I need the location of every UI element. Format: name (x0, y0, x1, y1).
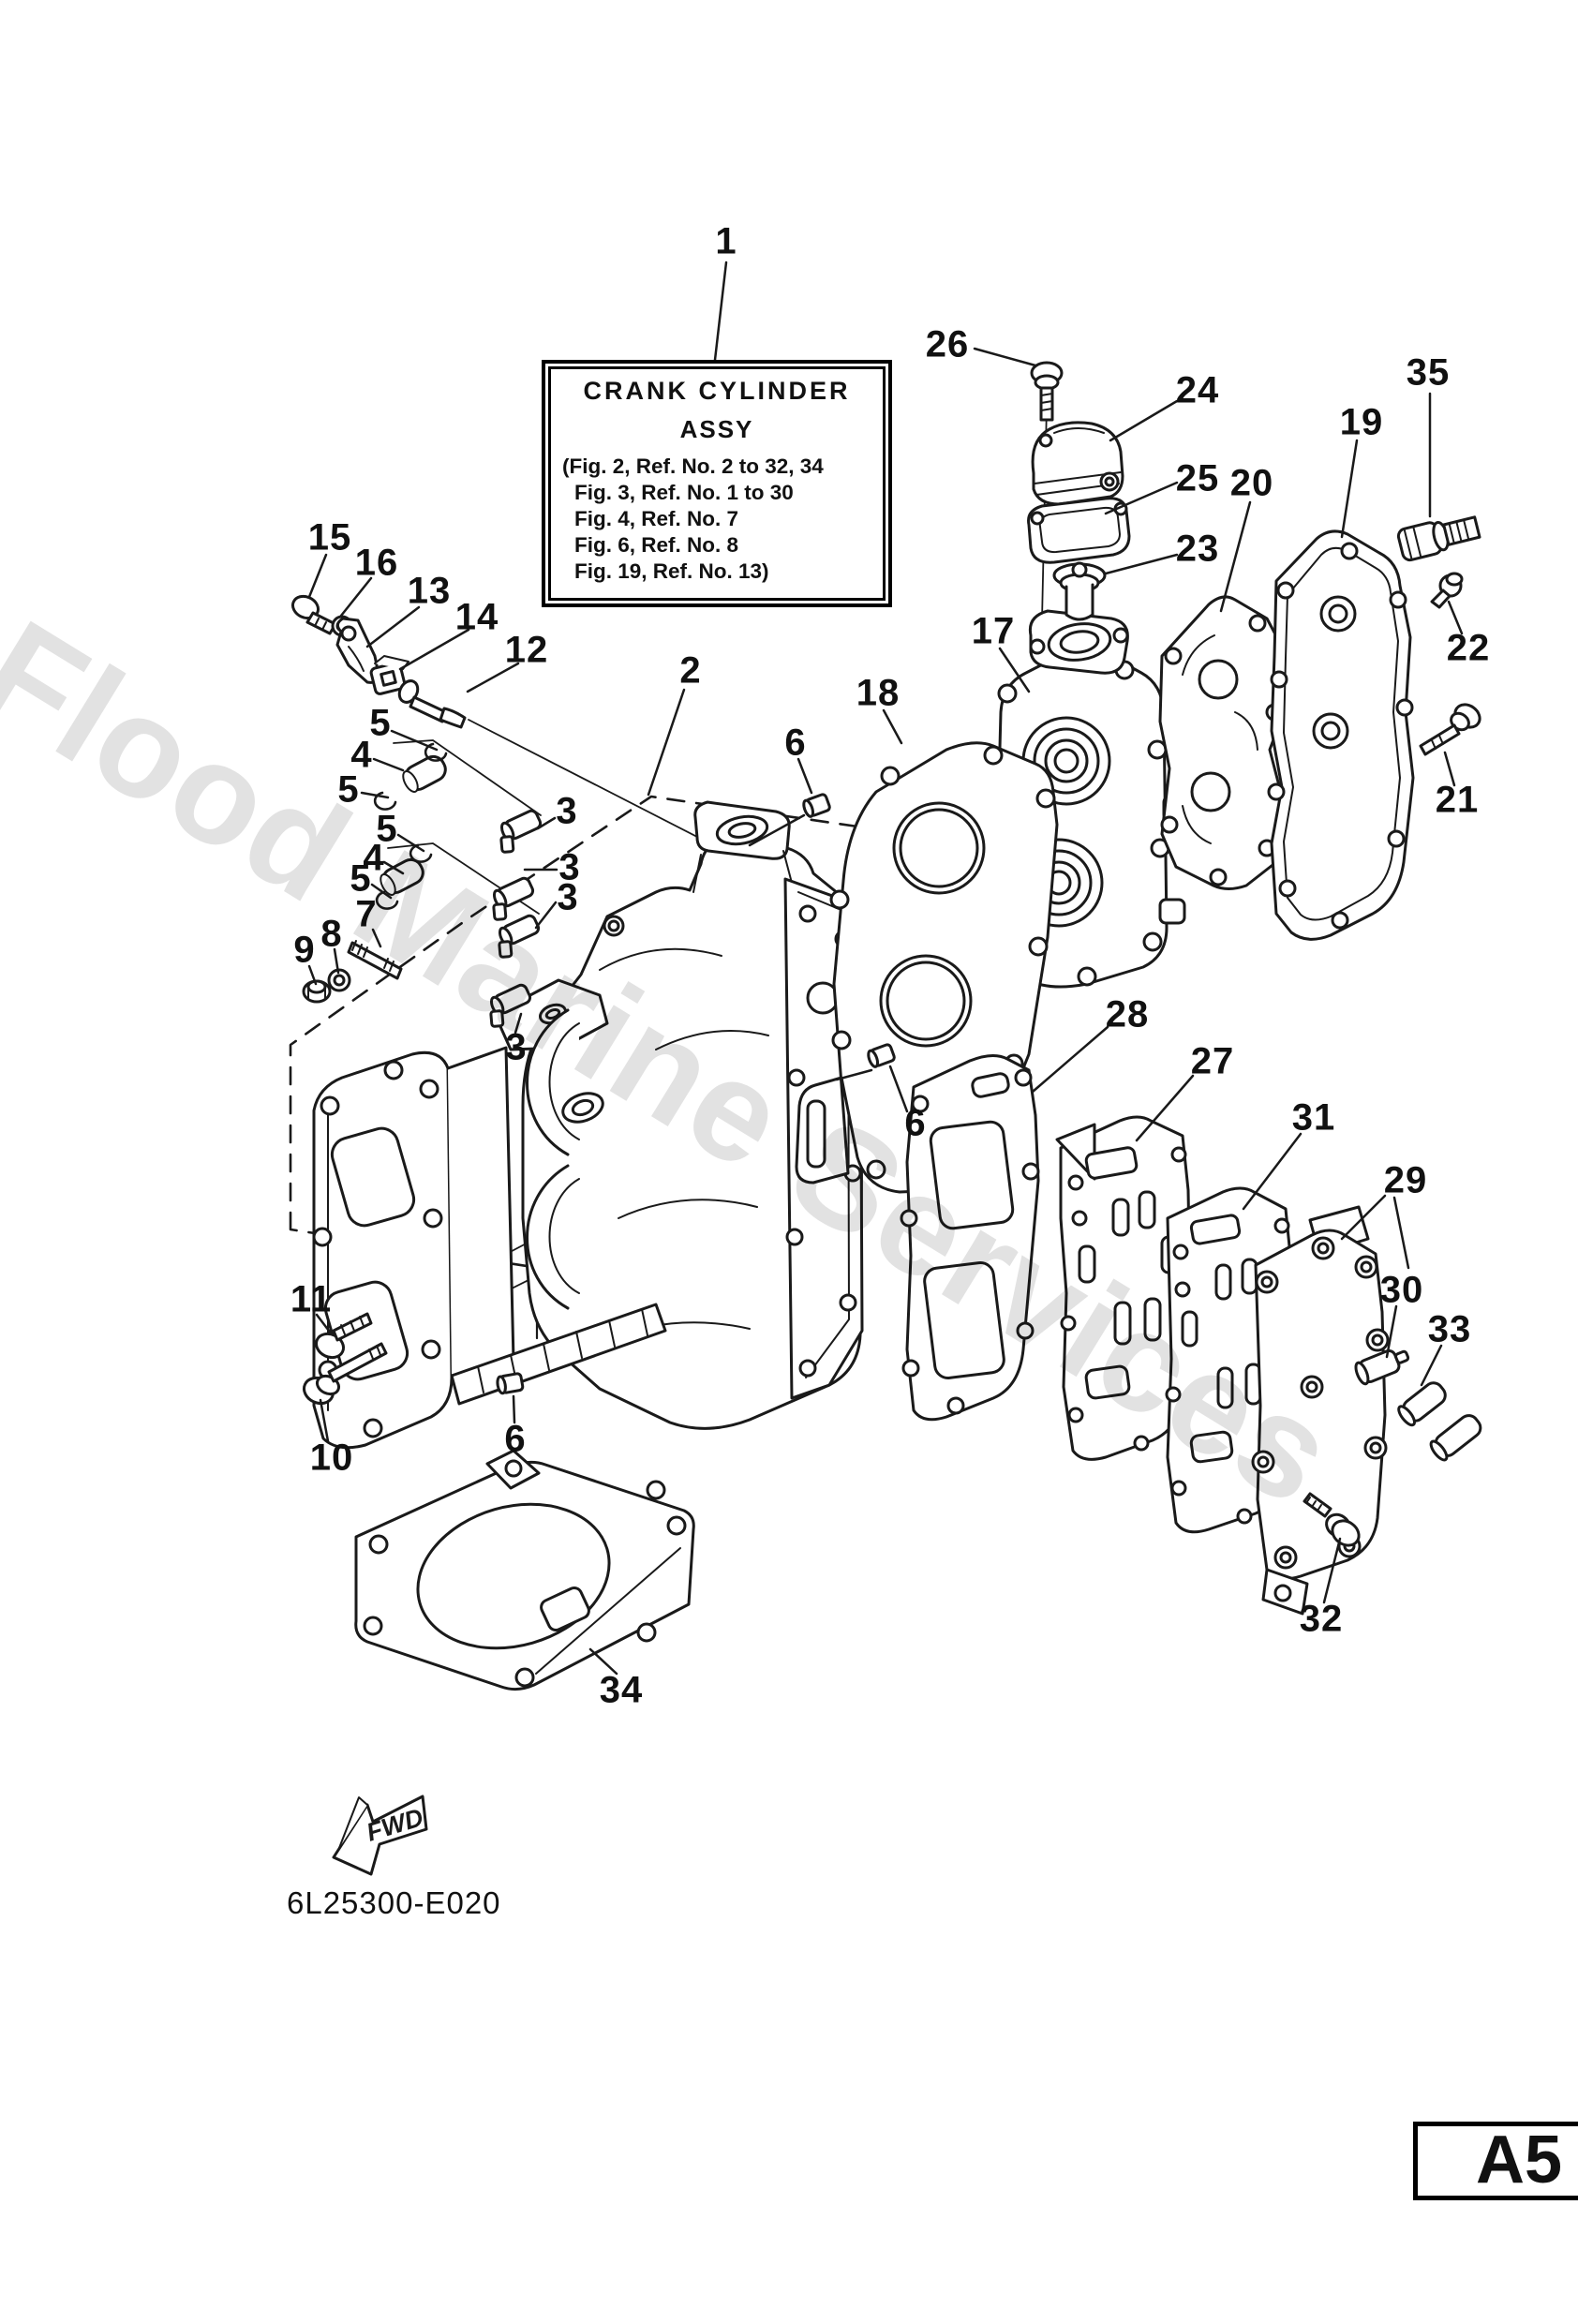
callout-leader-lines (307, 261, 1464, 1676)
figure-reference-line: Fig. 19, Ref. No. 13) (574, 559, 769, 583)
part-exhaust-gasket-inner (900, 1054, 1040, 1422)
drawing-code: 6L25300-E020 (287, 1885, 501, 1920)
figure-reference-line: Fig. 6, Ref. No. 8 (574, 533, 739, 557)
part-nut-9 (302, 979, 332, 1004)
assembly-subtitle: ASSY (679, 415, 754, 443)
part-bolt-21 (1419, 703, 1481, 756)
part-bolt-26 (1030, 361, 1064, 422)
part-cover-gasket (1158, 595, 1286, 890)
part-bolt-11 (314, 1312, 373, 1360)
part-bolt-10 (302, 1342, 388, 1406)
figure-reference-line: Fig. 3, Ref. No. 1 to 30 (574, 481, 794, 504)
part-hoses-33 (1397, 1381, 1482, 1462)
part-stud-7 (347, 940, 403, 980)
part-thermostat-cover (1031, 421, 1124, 506)
part-head-cover (1267, 529, 1415, 941)
part-fitting-30 (1354, 1348, 1410, 1386)
page-reference-badge: A5 (1413, 2122, 1578, 2200)
part-exhaust-plate (1055, 1115, 1193, 1461)
part-nut-14 (369, 655, 409, 695)
title-box-inner: CRANK CYLINDER ASSY (Fig. 2, Ref. No. 2 … (548, 366, 886, 601)
part-bolt-15 (290, 594, 337, 635)
fwd-arrow (332, 1795, 428, 1876)
part-crankcase (312, 1046, 667, 1450)
figure-reference-line: Fig. 4, Ref. No. 7 (574, 507, 739, 530)
part-washer-8 (327, 968, 351, 992)
part-thermostat (1052, 561, 1107, 621)
part-bolt-12 (397, 679, 467, 729)
figure-references: (Fig. 2, Ref. No. 2 to 32, 34 Fig. 3, Re… (551, 454, 883, 585)
part-plug-35 (1396, 515, 1481, 562)
part-exhaust-cover (1251, 1205, 1390, 1616)
assembly-title: CRANK CYLINDER (583, 377, 851, 405)
title-box: CRANK CYLINDER ASSY (Fig. 2, Ref. No. 2 … (542, 360, 892, 607)
part-dowel-pins-6 (496, 793, 896, 1395)
part-base-gasket (354, 1449, 695, 1691)
part-fittings-3 (489, 809, 543, 1028)
figure-reference-line: (Fig. 2, Ref. No. 2 to 32, 34 (562, 454, 824, 478)
part-anode-13 (335, 617, 380, 684)
part-sleeve-4a (402, 754, 447, 793)
part-thermostat-gasket (1027, 497, 1131, 564)
part-screw-22 (1430, 572, 1464, 609)
